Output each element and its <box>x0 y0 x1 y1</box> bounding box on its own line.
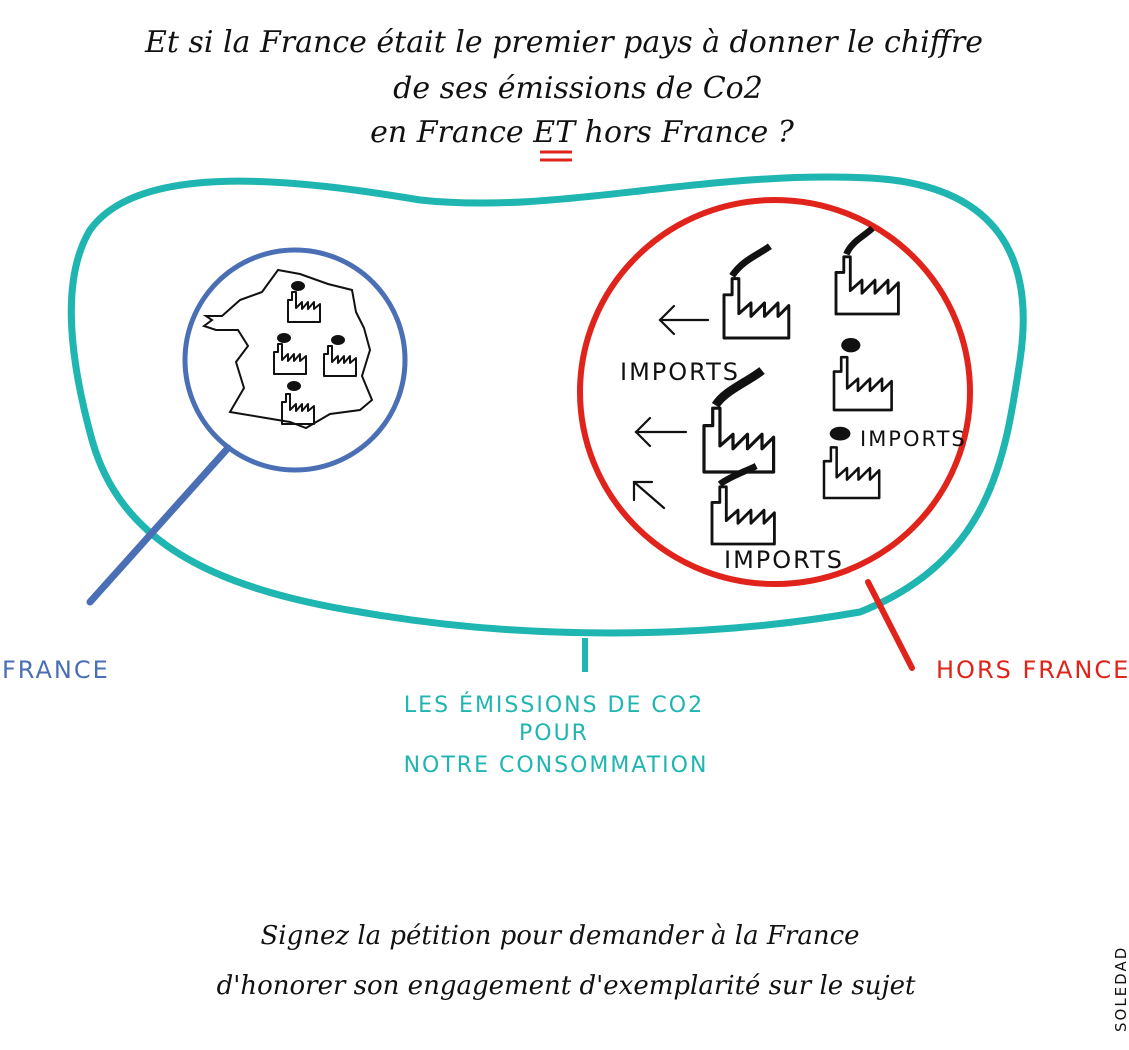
smoke-icon <box>291 281 305 291</box>
smoke-icon <box>711 367 765 408</box>
imports-label-3: IMPORTS <box>724 546 844 574</box>
france-pointer <box>86 444 232 606</box>
factory-icon <box>702 367 776 474</box>
consumption-label-line-3: NOTRE CONSOMMATION <box>404 753 709 778</box>
factory-icon <box>281 381 315 425</box>
smoke-icon <box>729 243 772 278</box>
imports-label-1: IMPORTS <box>620 358 740 386</box>
petition-call: Signez la pétition pour demander à la Fr… <box>217 921 916 1001</box>
france-factories <box>273 281 357 425</box>
title-line-2: de ses émissions de Co2 <box>393 71 763 106</box>
factory-icon <box>722 243 791 340</box>
smoke-icon <box>717 463 758 487</box>
consumption-label: LES ÉMISSIONS DE CO2 POUR NOTRE CONSOMMA… <box>404 692 709 778</box>
smoke-icon <box>331 335 345 345</box>
factory-icon <box>834 225 900 316</box>
title-et-emphasis: ET <box>532 115 577 150</box>
factory-icon <box>832 338 893 412</box>
petition-line-1: Signez la pétition pour demander à la Fr… <box>260 921 859 951</box>
smoke-icon <box>829 426 851 441</box>
smoke-icon <box>277 333 291 343</box>
factory-icon <box>710 463 776 546</box>
title: Et si la France était le premier pays à … <box>144 25 983 162</box>
arrow-left-icon <box>658 304 710 336</box>
artist-signature: SOLEDAD <box>1112 946 1129 1032</box>
hors-france-circle <box>577 197 973 587</box>
smoke-icon <box>287 381 301 391</box>
france-circle <box>182 247 408 473</box>
arrow-left-icon <box>634 416 688 448</box>
france-map <box>201 268 374 430</box>
smoke-icon <box>843 225 875 256</box>
consumption-label-line-2: POUR <box>519 721 589 746</box>
factory-icon <box>822 426 881 500</box>
hors-france-label: HORS FRANCE <box>936 656 1129 684</box>
arrow-left-icon <box>632 480 666 510</box>
imports-label-2: IMPORTS <box>860 427 967 451</box>
factory-icon <box>287 281 321 323</box>
hors-france-factories <box>702 225 900 546</box>
factory-icon <box>273 333 307 375</box>
import-arrows <box>632 304 710 510</box>
hors-france-pointer <box>865 579 915 671</box>
title-line-3: en France ET hors France ? <box>370 115 795 150</box>
factory-icon <box>323 335 357 377</box>
consumption-boundary <box>67 173 1027 637</box>
petition-line-2: d'honorer son engagement d'exemplarité s… <box>217 971 916 1001</box>
smoke-icon <box>841 338 861 353</box>
title-line-1: Et si la France était le premier pays à … <box>144 25 983 60</box>
consumption-label-line-1: LES ÉMISSIONS DE CO2 <box>404 692 704 718</box>
et-double-underline <box>540 150 572 162</box>
france-label: FRANCE <box>2 656 110 684</box>
